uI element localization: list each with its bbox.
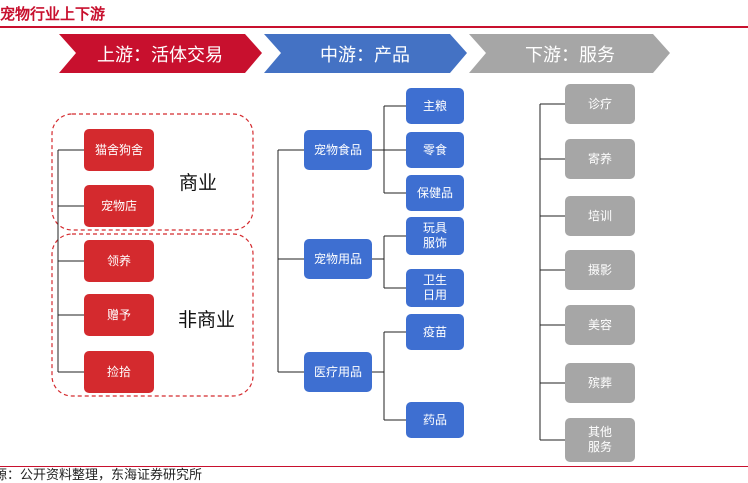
midstream-item-snacks: 零食 xyxy=(406,132,464,168)
downstream-item-funeral: 殡葬 xyxy=(565,363,635,403)
downstream-arrow xyxy=(469,34,670,73)
downstream-item-training: 培训 xyxy=(565,196,635,236)
upstream-node-gift: 赠予 xyxy=(84,294,154,336)
midstream-item-hygiene: 卫生日用 xyxy=(406,269,464,307)
upstream-node-breeder: 猫舍狗舍 xyxy=(84,129,154,171)
upstream-node-adoption: 领养 xyxy=(84,240,154,282)
midstream-item-staple-food: 主粮 xyxy=(406,88,464,124)
midstream-item-supplements: 保健品 xyxy=(406,175,464,211)
midstream-item-medicine: 药品 xyxy=(406,402,464,438)
upstream-node-pet-store: 宠物店 xyxy=(84,185,154,227)
source-note: 源：公开资料整理，东海证券研究所 xyxy=(0,468,203,483)
upstream-node-found: 捡拾 xyxy=(84,351,154,393)
midstream-item-toys-apparel: 玩具服饰 xyxy=(406,217,464,255)
midstream-item-vaccine: 疫苗 xyxy=(406,314,464,350)
commercial-group-outline xyxy=(51,113,254,231)
midstream-stage-label: 中游：产品 xyxy=(320,44,410,66)
midstream-category-supplies: 宠物用品 xyxy=(304,239,372,279)
midstream-arrow xyxy=(264,34,467,73)
page-title: 宠物行业上下游 xyxy=(0,5,106,23)
downstream-item-clinic: 诊疗 xyxy=(565,84,635,124)
downstream-stage-label: 下游：服务 xyxy=(525,44,615,66)
downstream-item-other: 其他服务 xyxy=(565,418,635,462)
upstream-arrow xyxy=(59,34,262,73)
noncommercial-group-outline xyxy=(51,233,254,397)
midstream-category-medical: 医疗用品 xyxy=(304,352,372,392)
downstream-item-boarding: 寄养 xyxy=(565,139,635,179)
title-underline xyxy=(0,26,748,28)
commercial-group-label: 商业 xyxy=(179,172,218,194)
noncommercial-group-label: 非商业 xyxy=(178,309,236,331)
footer-divider xyxy=(0,466,748,467)
downstream-item-photography: 摄影 xyxy=(565,250,635,290)
upstream-stage-label: 上游：活体交易 xyxy=(97,44,223,66)
downstream-item-grooming: 美容 xyxy=(565,305,635,345)
midstream-category-food: 宠物食品 xyxy=(304,130,372,170)
